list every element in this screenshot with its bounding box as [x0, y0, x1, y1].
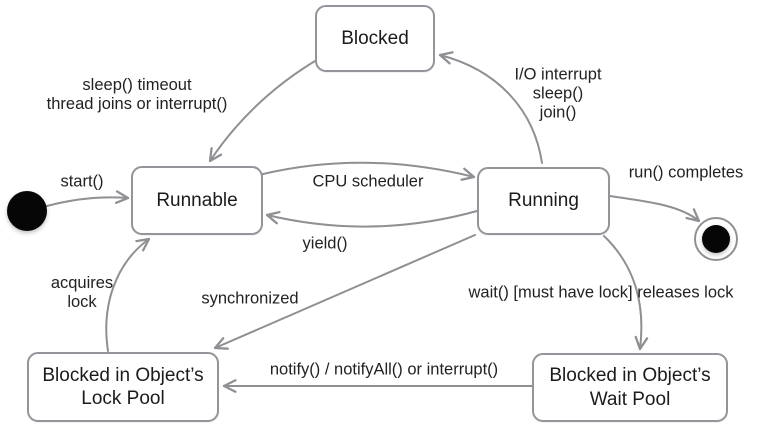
- edge-blocked-to-runnable-arrow: [208, 57, 321, 163]
- label-synchronized: synchronized: [201, 289, 299, 308]
- edge-cpu-scheduler-arrow: [262, 161, 476, 181]
- state-running: Running: [477, 167, 610, 235]
- state-lock-pool-label-line2: Lock Pool: [81, 388, 165, 409]
- initial-state-marker: [7, 191, 47, 231]
- label-run-completes: run() completes: [628, 163, 744, 182]
- edge-wait-arrow: [603, 235, 649, 351]
- state-wait-pool-label-line1: Blocked in Object’s: [549, 365, 711, 387]
- label-cpu-scheduler: CPU scheduler: [312, 172, 424, 191]
- label-acquires-lock: acquires lock: [50, 274, 114, 311]
- label-start: start(): [60, 172, 104, 191]
- edge-synchronized-arrow: [213, 234, 476, 350]
- edge-acquires-lock-arrow: [105, 237, 151, 352]
- state-running-label: Running: [508, 190, 579, 212]
- state-blocked: Blocked: [315, 5, 435, 72]
- state-runnable: Runnable: [131, 166, 263, 235]
- label-notify: notify() / notifyAll() or interrupt(): [269, 360, 499, 379]
- state-wait-pool: Blocked in Object’s Wait Pool: [532, 353, 728, 422]
- edge-yield-arrow: [265, 210, 478, 228]
- edge-start-arrow: [46, 190, 130, 207]
- edge-run-completes-arrow: [609, 195, 701, 223]
- state-lock-pool: Blocked in Object’s Lock Pool: [27, 352, 219, 422]
- label-io-interrupt: I/O interrupt sleep() join(): [514, 65, 602, 122]
- state-runnable-label: Runnable: [156, 189, 238, 211]
- final-state-marker: [694, 217, 738, 261]
- state-wait-pool-label-line2: Wait Pool: [589, 388, 671, 410]
- label-wait: wait() [must have lock] releases lock: [468, 283, 734, 302]
- label-yield: yield(): [302, 234, 348, 253]
- label-sleep-timeout: sleep() timeout thread joins or interrup…: [46, 76, 228, 113]
- edge-running-to-blocked-arrow: [438, 51, 543, 164]
- state-lock-pool-label-line1: Blocked in Object’s: [42, 364, 204, 386]
- state-blocked-label: Blocked: [341, 27, 409, 49]
